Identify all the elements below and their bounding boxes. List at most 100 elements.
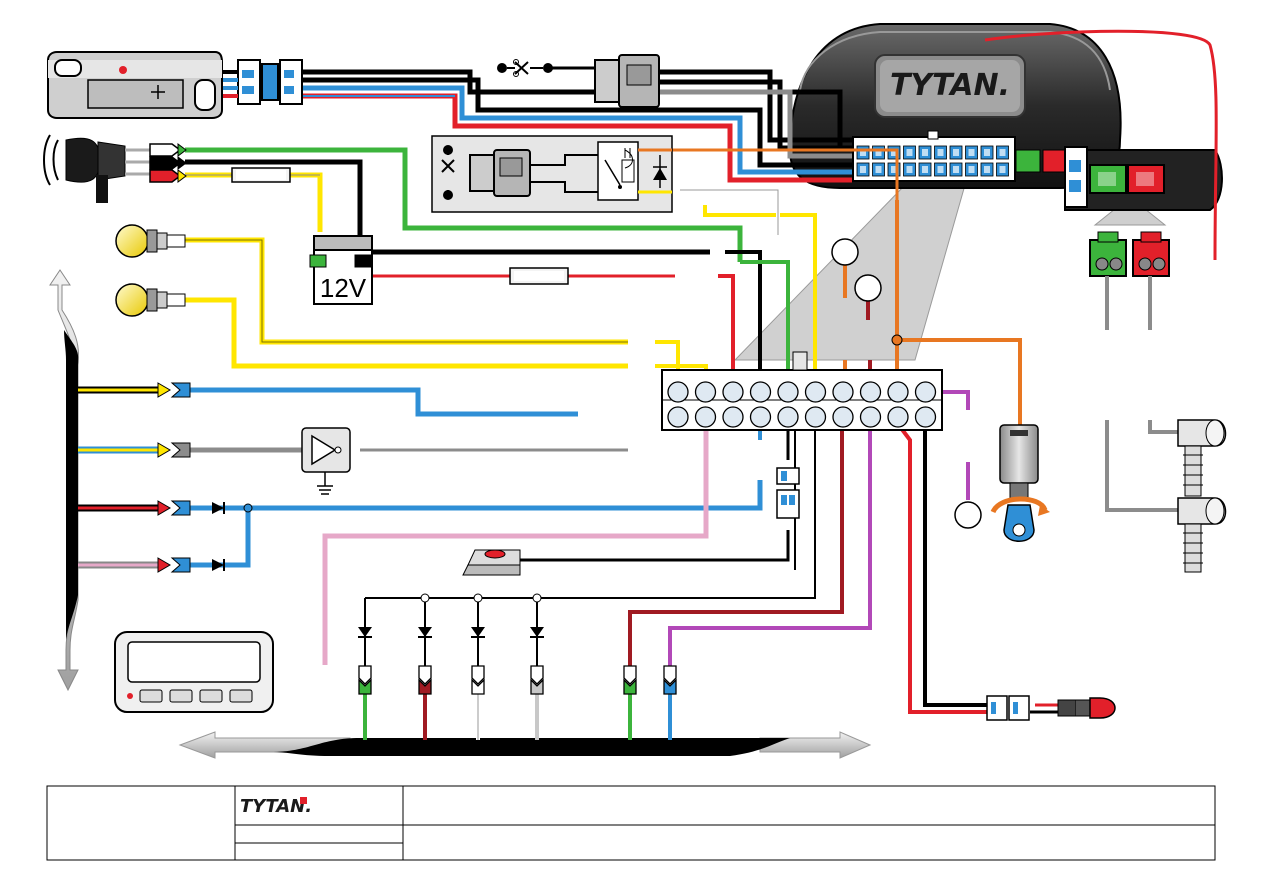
junction-orange: [891, 334, 903, 346]
ignition-lock: [990, 424, 1050, 542]
siren: [43, 134, 150, 203]
alarm-control-unit: TYTAN.: [788, 23, 1122, 189]
bus-junction: [473, 593, 483, 603]
output-plug-head: [663, 665, 677, 685]
unit-pin-slot: [860, 149, 866, 156]
harness-pin: [667, 381, 689, 403]
unit-pin-slot: [922, 149, 928, 156]
siren-fuse: [231, 167, 291, 183]
unit-pin-slot: [999, 166, 1006, 173]
diode-upper: [212, 502, 253, 514]
callout-circle-1: [831, 238, 859, 266]
indicator-bulb-1: [115, 224, 186, 258]
unit-pin-slot: [953, 149, 959, 156]
red-terminal-block: [1132, 231, 1170, 277]
harness-pin: [749, 406, 772, 428]
unit-pin-slot: [968, 166, 975, 173]
title-block: TYTAN.: [46, 785, 1216, 861]
harness-pin: [749, 381, 772, 403]
output-plug-head: [358, 665, 372, 685]
harness-pin: [887, 406, 909, 428]
output-diode-group: [358, 593, 544, 638]
output-plug-body: [623, 678, 637, 695]
valet-push-button: [462, 549, 521, 576]
bus-diode: [418, 627, 432, 637]
output-plug-head: [418, 665, 432, 685]
unit-pin-slot: [953, 166, 959, 173]
main-harness-connector: [661, 351, 943, 431]
cut-wire-symbol-top: [497, 59, 553, 77]
unit-pin-slot: [968, 149, 975, 156]
harness-pin: [777, 381, 799, 403]
bus-junction: [532, 593, 542, 603]
unit-pin-slot: [984, 149, 990, 156]
unit-pin-slot: [860, 166, 866, 173]
unit-pin-slot: [984, 166, 990, 173]
input-plug-red: [78, 500, 191, 516]
output-plug-body: [471, 678, 485, 695]
input-plug-pink: [78, 557, 191, 573]
unit-pin-slot: [875, 149, 882, 156]
harness-pin: [694, 381, 717, 403]
unit-pin-slot: [922, 166, 928, 173]
harness-pin: [804, 406, 827, 428]
unit-pin-slot: [891, 149, 897, 156]
green-terminal-block: [1089, 231, 1127, 277]
wire-layer: [185, 29, 1218, 740]
output-plug-body: [358, 678, 372, 695]
output-plug-group: [358, 665, 677, 695]
unit-pin-slot: [891, 166, 897, 173]
door-switch-lower: [1177, 497, 1227, 573]
output-plug-body: [663, 678, 677, 695]
output-plug-head: [530, 665, 544, 685]
harness-pin: [887, 381, 909, 403]
footer-logo-text: TYTAN.: [240, 796, 312, 817]
output-plug-body: [530, 678, 544, 695]
inline-connector-blue: [776, 467, 800, 519]
bus-diode: [358, 627, 372, 637]
harness-pin: [859, 381, 882, 403]
door-switch-upper: [1177, 419, 1227, 497]
battery: 12V: [309, 235, 373, 305]
harness-pin: [914, 381, 937, 403]
harness-pointer-arrow: [733, 169, 991, 361]
led-connector: [986, 695, 1030, 721]
unit-pin-slot: [906, 166, 913, 173]
bus-diode: [530, 627, 544, 637]
input-plug-yellow: [78, 382, 191, 398]
harness-pin: [832, 406, 854, 428]
indicator-bulb-2: [115, 283, 186, 317]
unit-logo-text: TYTAN.: [890, 68, 1010, 103]
harness-pin: [777, 406, 799, 428]
signal-amplifier: [301, 427, 351, 495]
harness-pin: [722, 381, 744, 403]
output-plug-body: [418, 678, 432, 695]
immobilizer-connector-top: [594, 54, 660, 108]
unit-pin-slot: [906, 149, 913, 156]
output-plug-head: [471, 665, 485, 685]
unit-pin-slot: [999, 149, 1006, 156]
harness-pin: [667, 406, 689, 428]
diode-lower: [212, 559, 225, 571]
callout-circle-3: [954, 501, 982, 529]
bus-junction: [420, 593, 430, 603]
power-connector-detail: [1064, 146, 1223, 211]
unit-pin-slot: [875, 166, 882, 173]
harness-pin: [859, 406, 882, 428]
vehicle-harness-bar-vertical: [49, 269, 79, 692]
harness-connector-pins: [667, 381, 937, 428]
callout-circle-2: [854, 274, 882, 302]
harness-pin: [914, 406, 937, 428]
harness-pin: [722, 406, 744, 428]
bus-diode: [471, 627, 485, 637]
siren-plug-connector: [220, 59, 303, 105]
harness-pin: [804, 381, 827, 403]
lcd-pager: [114, 631, 274, 713]
immobilizer-relay-box: [431, 135, 673, 213]
unit-pin-slot: [937, 166, 944, 173]
unit-pin-slot: [937, 149, 944, 156]
vehicle-harness-bar-horizontal: [178, 731, 872, 759]
harness-pin: [694, 406, 717, 428]
input-plug-yellow-blue: [78, 442, 191, 458]
